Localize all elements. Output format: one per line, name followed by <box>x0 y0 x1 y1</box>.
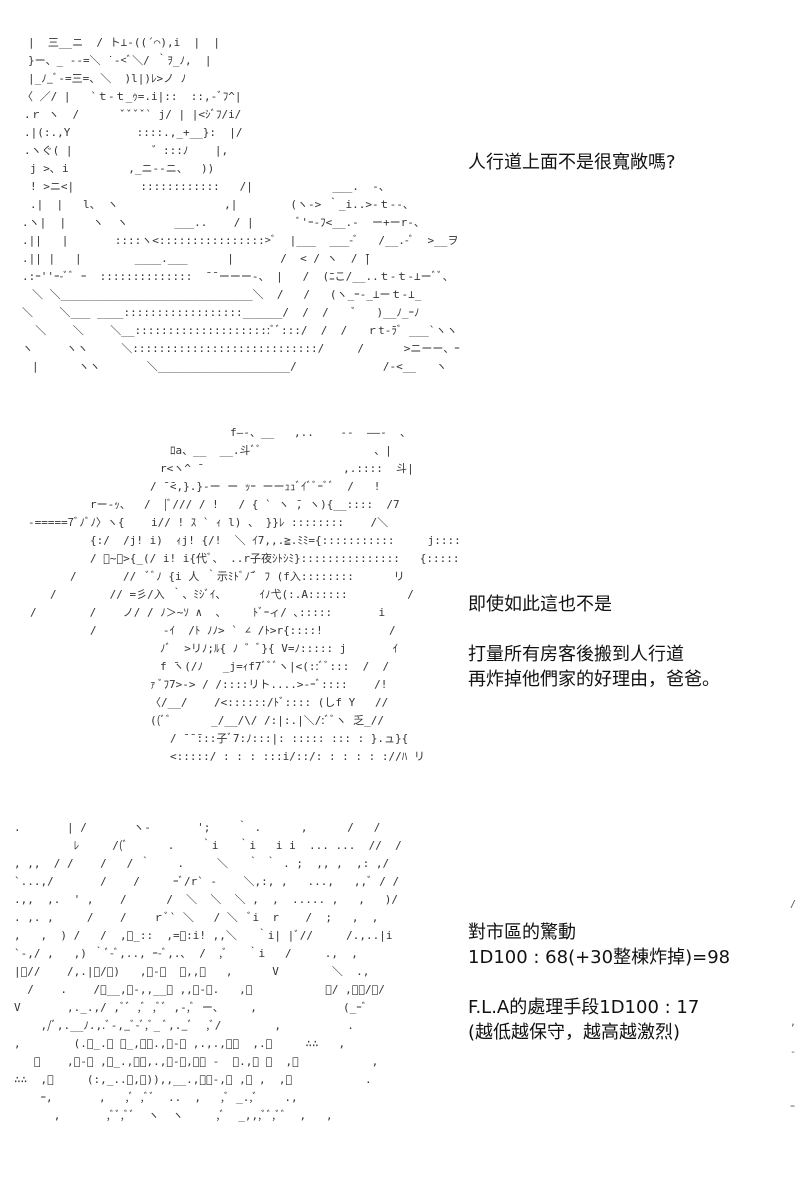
svg-text:, ,ﾞﾞ,ﾞﾞ ヽ ヽ ,ﾞ _: , ,ﾞﾞ,ﾞﾞ ヽ ヽ ,ﾞ _,,,ﾞﾞ,ﾞﾞ , , <box>14 1109 333 1122</box>
svg-text:/ -ｲ /ﾄ ﾉﾉ> ` ∠ /ﾄ>r: / -ｲ /ﾄ ﾉﾉ> ` ∠ /ﾄ>r{::::! / <box>90 624 396 637</box>
svg-text:-=====7ﾞﾉﾞﾉ〉ヽ{ i// ! ｽ ` ｨ: -=====7ﾞﾉﾞﾉ〉ヽ{ i// ! ｽ ` ｨ l) 、 }}ﾚ ::::… <box>28 516 388 529</box>
svg-text:|_ﾉ_ﾞ‐=三=、＼ )l|)ﾚ>ノ ﾉ: |_ﾉ_ﾞ‐=三=、＼ )l|)ﾚ>ノ ﾉ <box>28 72 186 85</box>
svg-text:-: - <box>790 1047 796 1058</box>
svg-text:.|(:.,Y ::::.,_+__}:: .|(:.,Y ::::.,_+__}: |/ <box>24 126 243 139</box>
svg-text:, , ) / / ,ﾞ_:: ,=ﾞ:i!: , , ) / / ,ﾞ_:: ,=ﾞ:i! ,,＼ ｀i| |ﾞ// /.,.… <box>14 927 393 942</box>
panel-2: f―-、__ ,.. -- ――- 、 ﾛa、__ __.斗ﾞﾞ 、| r<ヽ^… <box>0 400 800 780</box>
svg-text:ﾞ ,ｰ-ﾞ ,ﾞ_.,ﾞﾞ,.,ﾞ-ﾞ,ﾞﾞ -: ﾞ ,ｰ-ﾞ ,ﾞ_.,ﾞﾞ,.,ﾞ-ﾞ,ﾞﾞ - ﾞ.,ﾞ ﾞ ,ﾞ , <box>14 1055 378 1068</box>
caption-line: F.L.A的處理手段1D100 : 17 <box>468 997 700 1018</box>
svg-text:,/ﾞ,.__ﾉ.,.ﾞ-,_ﾞ-ﾞ,ﾞ_ ﾞ,._ﾞ ,: ,/ﾞ,.__ﾉ.,.ﾞ-,_ﾞ-ﾞ,ﾞ_ ﾞ,._ﾞ ,ﾞ/ , . <box>14 1019 354 1032</box>
svg-text:/ ﾞ~ｰ>{_(/ i! i{代ﾞ、 ..r子夜ｼﾄｼﾐ}: / ﾞ~ｰ>{_(/ i! i{代ﾞ、 ..r子夜ｼﾄｼﾐ}::::::::::… <box>90 551 460 565</box>
svg-text:| 三__ニ / ト⊥-((´⌒),i | |: | 三__ニ / ト⊥-((´⌒),i | | <box>28 36 220 49</box>
caption-line: 打量所有房客後搬到人行道 <box>468 644 684 665</box>
svg-text:r<ヽ^ ̄ ,.: r<ヽ^ ̄ ,.:::: 斗| <box>160 462 414 475</box>
svg-text:.ヽぐ( | ゛:::ﾉ |,: .ヽぐ( | ゛:::ﾉ |, <box>24 144 228 157</box>
svg-text:〈/__/ /<::::::/ﾄﾞ:::: (しf Y: 〈/__/ /<::::::/ﾄﾞ:::: (しf Y // <box>150 696 388 709</box>
svg-text:.:ｰ''ｰ-ﾞﾞ ｰ :::::::::::::: ̄: .:ｰ''ｰ-ﾞﾞ ｰ :::::::::::::: ̄ ̄ ーーー-、 | /… <box>22 270 454 283</box>
svg-text:ﾚ /(ﾞ . ｀i ｀i: ﾚ /(ﾞ . ｀i ｀i i i ... ... // / <box>14 837 402 852</box>
svg-text:〈 ／/ | `ｔ-ｔ_ｩ=.i|:: ::,-ﾞﾌ^: 〈 ／/ | `ｔ-ｔ_ｩ=.i|:: ::,-ﾞﾌ^| <box>22 90 241 103</box>
svg-text:＼ ＼ ＼__:::::::::::::::::: ＼ ＼ ＼__:::::::::::::::::::::ﾞﾞ:::/ / / ｒ… <box>22 324 457 337</box>
svg-text:.ｒ ヽ / ˇˇˇˇ` j/ | |<ｼﾞﾌ/: .ｒ ヽ / ˇˇˇˇ` j/ | |<ｼﾞﾌ/i/ <box>24 108 241 121</box>
svg-text:`-,/ , ,) ｀ﾞ-ﾞ,.., ｰ-ﾞ,.､ /: `-,/ , ,) ｀ﾞ-ﾞ,.., ｰ-ﾞ,.､ / ,ﾞ ｀i / ., , <box>14 945 358 960</box>
svg-text:/ // =彡/入 ｀、ﾐｼﾞｲ、 ｲ: / // =彡/入 ｀、ﾐｼﾞｲ、 ｲﾉ弋(:.A:::::: / <box>50 586 414 601</box>
svg-text:＼ ＼___________________________: ＼ ＼_____________________________＼ / / (ヽ… <box>32 288 422 301</box>
svg-text:}ー、_ --=＼ ˙-<ﾞ＼/ ｀ｦ_ﾉ, |: }ー、_ --=＼ ˙-<ﾞ＼/ ｀ｦ_ﾉ, | <box>28 52 211 67</box>
svg-text:, (.ﾞ_.ﾞ ＿_,ﾞﾞ.,ﾞ-ﾞ ,.,: , (.ﾞ_.ﾞ ＿_,ﾞﾞ.,ﾞ-ﾞ ,.,.,ﾞﾞ ,.ｰ ∴∴ , <box>14 1037 345 1050</box>
svg-text:ｰ: ｰ <box>790 1102 795 1113</box>
caption-1: 人行道上面不是很寬敞嗎? <box>468 150 798 175</box>
caption-line: 人行道上面不是很寬敞嗎? <box>468 152 676 173</box>
svg-text:.|| | | ____.___: .|| | | ____.___ | / < / ヽ / ̄| <box>22 252 377 265</box>
svg-text:! >ニ<| ::::::::::::: ! >ニ<| :::::::::::: /| ___. -、 <box>30 180 390 193</box>
svg-text:/ . /ﾞ__,ﾞ-,,__ﾞ ,,ﾞ-ﾞ.: / . /ﾞ__,ﾞ-,,__ﾞ ,,ﾞ-ﾞ. ,ﾞ ＼/ ,ﾞﾞ/ﾞ/ <box>14 983 385 996</box>
svg-text:`...,/ / / ｰﾞ/r`: `...,/ / / ｰﾞ/r` - ＼,:, , ..., ,,ﾞ / / <box>14 875 399 888</box>
svg-text:/ / ノ/ / ﾉ＞~ｿ ∧ 、: / / ノ/ / ﾉ＞~ｿ ∧ 、 ﾄﾞｰィ/ ､::::: i <box>30 606 385 619</box>
caption-line: (越低越保守，越高越激烈) <box>468 1022 681 1043</box>
svg-text:f ̄ヽ(/ﾉ _j=ｨf7ﾞﾞﾞヽ|<(::ﾞﾞ:::: f ̄ヽ(/ﾉ _j=ｨf7ﾞﾞﾞヽ|<(::ﾞﾞ::: / / <box>160 660 389 673</box>
svg-text:/: / <box>790 899 796 910</box>
svg-text:ｰ, , ,ﾞ ,ﾞﾞ .. , ,: ｰ, , ,ﾞ ,ﾞﾞ .. , ,ﾞ _.,ﾞ ., <box>14 1091 298 1104</box>
caption-2: 即使如此這也不是 打量所有房客後搬到人行道 再炸掉他們家的好理由，爸爸。 <box>468 592 798 692</box>
svg-text:/ ̄ ̄ ̄:::子ﾞ7:ﾉ:::|: ::::: :::: / ̄ ̄ ̄:::子ﾞ7:ﾉ:::|: ::::: ::: : }.ュ}{ <box>170 732 408 745</box>
svg-text:, ,, / / / / ｀ .: , ,, / / / / ｀ . ＼ ｀ ｀ . ; ,, , ,: ,/ <box>14 855 389 870</box>
svg-text:/ ̄ ̄<,}.}-ー ー ｯｰ ーーｭｭﾞｲﾞﾞｰﾞﾞ: / ̄ ̄<,}.}-ー ー ｯｰ ーーｭｭﾞｲﾞﾞｰﾞﾞ / ! <box>150 480 380 493</box>
svg-text:{:/ /j! i) ｨj! {/! ＼ ｲ7,,.≧: {:/ /j! i) ｨj! {/! ＼ ｲ7,,.≧.ﾐﾐ={::::::::… <box>90 534 460 547</box>
caption-line: 對市區的驚動 <box>468 922 576 943</box>
caption-line: 即使如此這也不是 <box>468 594 612 615</box>
panel-1: | 三__ニ / ト⊥-((´⌒),i | | }ー、_ --=＼ ˙-<ﾞ＼/… <box>0 0 800 400</box>
svg-text:rー-ｯ、 / |ﾞ/// / ! / { ` ヽ: rー-ｯ、 / |ﾞ/// / ! / { ` ヽ ̄, ヽ){__:::: /… <box>90 498 400 511</box>
svg-text:| ヽヽ ＼_____________: | ヽヽ ＼____________________/ /-<__ ヽ |ヽ <box>32 360 460 373</box>
svg-text:∴∴ ,ﾞ (:,_..ﾞ,ﾞ)),,__.,ﾞﾞ: ∴∴ ,ﾞ (:,_..ﾞ,ﾞ)),,__.,ﾞﾞ-,ﾞ ,ﾞ , ,ﾞ . <box>14 1073 372 1086</box>
svg-text:ﾉﾞ >リﾉ;ﾙ{ ﾉ ゛ﾞ}{ V=ﾉ::::: j: ﾉﾞ >リﾉ;ﾙ{ ﾉ ゛ﾞ}{ V=ﾉ::::: j ｲ <box>160 642 398 655</box>
svg-text:ヽ ヽヽ ＼::::::::::::::::: ヽ ヽヽ ＼::::::::::::::::::::::::::::/ / >ニ… <box>22 342 460 355</box>
panel-3: . | / ヽ‐ '; ｀ . , / / ﾚ /(ﾞ . ｀i ｀i i i … <box>0 800 800 1200</box>
svg-text:.| | l、 ヽ ,|: .| | l、 ヽ ,| (ヽ-> ｀_i..>-ｔ-‐、 <box>30 196 414 211</box>
svg-text:V ,._.,/ ,ﾞﾞ ,ﾞ ,ﾞﾞ ,-,ﾞ: V ,._.,/ ,ﾞﾞ ,ﾞ ,ﾞﾞ ,-,ﾞ ー、 , (_ｰﾞ <box>14 1001 367 1014</box>
svg-text:ｧ ﾞﾌ7>-> / /::::リト....>-ｰﾞ::::: ｧ ﾞﾌ7>-> / /::::リト....>-ｰﾞ:::: /! <box>150 678 387 691</box>
caption-line <box>468 617 798 642</box>
ascii-art-running-figure: f―-、__ ,.. -- ――- 、 ﾛa、__ __.斗ﾞﾞ 、| r<ヽ^… <box>10 420 460 770</box>
edge-debris-marks: / , - ｰ <box>790 895 800 1115</box>
svg-text:f―-、__ ,.. -- ――- 、: f―-、__ ,.. -- ――- 、 <box>230 426 411 439</box>
svg-text:ﾛa、__ __.斗ﾞﾞ: ﾛa、__ __.斗ﾞﾞ 、| <box>170 444 392 457</box>
caption-line: 1D100 : 68(+30整棟炸掉)=98 <box>468 947 731 968</box>
svg-text:/ // ﾞﾞﾉ {i 人 ｀示ﾐﾄﾞﾉ ̄ﾞ: / // ﾞﾞﾉ {i 人 ｀示ﾐﾄﾞﾉ ̄ﾞ ﾌ (f入:::::::: リ <box>70 568 405 583</box>
ascii-art-man-holding-box: | 三__ニ / ト⊥-((´⌒),i | | }ー、_ --=＼ ˙-<ﾞ＼/… <box>10 30 460 385</box>
svg-text:.,, ,. ' , / / ＼ ＼: .,, ,. ' , / / ＼ ＼ ＼ , , ..... , , )/ <box>14 893 398 906</box>
ascii-art-explosion-debris: . | / ヽ‐ '; ｀ . , / / ﾚ /(ﾞ . ｀i ｀i i i … <box>10 815 460 1145</box>
svg-text:,: , <box>790 1017 796 1028</box>
caption-line <box>468 970 798 995</box>
caption-3: 對市區的驚動 1D100 : 68(+30整棟炸掉)=98 F.L.A的處理手段… <box>468 920 798 1045</box>
svg-text:＼ ＼___ ____::::::::::::::::: ＼ ＼___ ____::::::::::::::::::______/ / /… <box>22 306 419 319</box>
svg-text:j >､ i ,_ニ--ニ、 )): j >､ i ,_ニ--ニ、 )) <box>30 162 214 175</box>
svg-text:<:::::/ : : : :::i/::/: : : :: <:::::/ : : : :::i/::/: : : : : ://ﾊ リ <box>170 750 425 763</box>
svg-text:|ﾞ// /,.|ﾞ/ﾞ) ,ｰ-ﾞ ﾞ,,ﾞ: |ﾞ// /,.|ﾞ/ﾞ) ,ｰ-ﾞ ﾞ,,ﾞ , V ＼ ., <box>14 965 369 978</box>
caption-line: 再炸掉他們家的好理由，爸爸。 <box>468 669 720 690</box>
svg-text:.ヽ| | ヽ ヽ ___..: .ヽ| | ヽ ヽ ___.. / | ﾞ'ｰ-ﾌ<__.- ー+ーr‐、 <box>22 216 425 229</box>
svg-text:. | / ヽ‐ ';: . | / ヽ‐ '; ｀ . , / / <box>14 819 380 834</box>
svg-text:((ﾞﾞ _/__/\/ /:|:.|＼/:ﾞﾞヽ: ((ﾞﾞ _/__/\/ /:|:.|＼/:ﾞﾞヽ 乏_// <box>150 714 384 727</box>
svg-text:.|| | ::::ヽ<::::::::::: .|| | ::::ヽ<::::::::::::::::>ﾞ |___ ___-… <box>22 234 458 247</box>
svg-text:. ,. , / / ｒﾞ` ＼ /: . ,. , / / ｒﾞ` ＼ / ＼ ﾞi r / ; , , <box>14 911 378 924</box>
